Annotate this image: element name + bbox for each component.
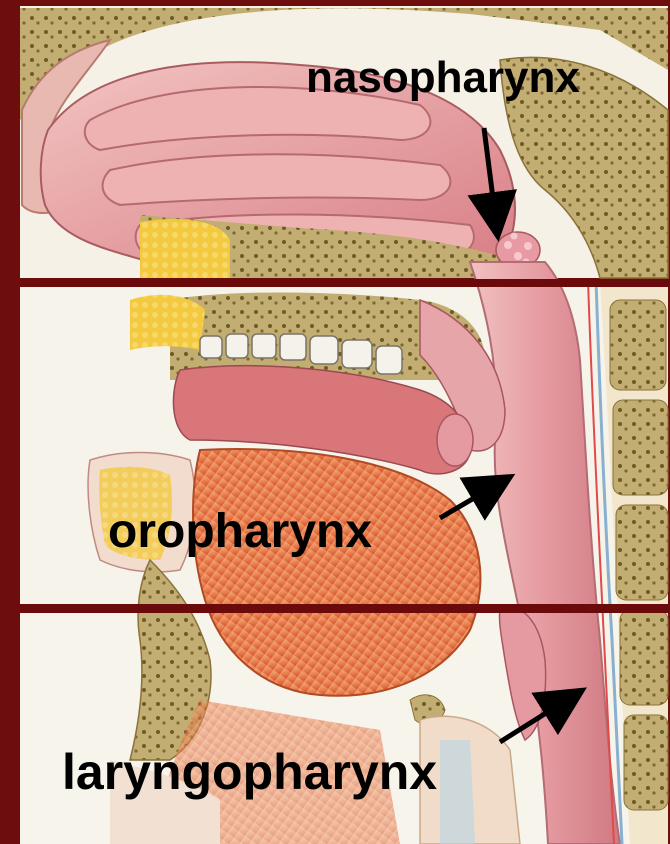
divider-oro-laryngo [20,604,670,613]
upper-lip-tissue [140,219,230,278]
label-nasopharynx: nasopharynx [306,53,580,102]
upper-lip [130,295,205,350]
label-oropharynx: oropharynx [108,505,372,558]
divider-naso-oro [40,279,670,287]
label-laryngopharynx: laryngopharynx [62,744,437,800]
palatine-tonsil [437,414,473,466]
